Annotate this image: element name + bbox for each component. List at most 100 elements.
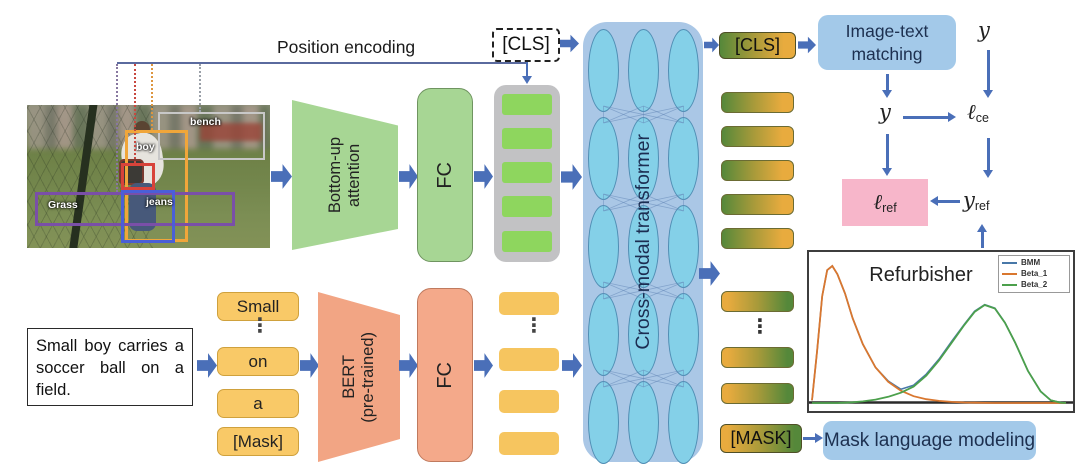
scene-photo: bench boy Grass jeans [27, 105, 270, 248]
arrow-lce-to-yref-head [983, 170, 993, 178]
token-a: a [217, 389, 299, 418]
bottom-up-attention-label: Bottom-up attention [326, 136, 363, 214]
text-feature-bar [499, 390, 559, 413]
arrow-yref-to-lref-head [930, 196, 938, 206]
label-y-true: y [978, 18, 990, 42]
pos-dotted-line-ball [134, 64, 136, 163]
legend-line-bmm [1002, 262, 1017, 264]
flow-arrow-vfeat-to-transformer [561, 164, 582, 190]
caption-text-box: Small boy carries a soccer ball on a fie… [27, 328, 193, 406]
fc-visual-label: FC [433, 161, 456, 189]
yref-sub: ref [974, 199, 990, 213]
transformer-node [628, 381, 659, 464]
label-loss-ce: ℓce [967, 100, 989, 125]
arrow-ypred-to-lce-head [948, 112, 956, 122]
arrow-lce-to-yref [987, 138, 990, 172]
bbox-jeans: jeans [121, 190, 175, 243]
cross-modal-transformer-label-wrap: Cross-modal transformer [583, 22, 703, 462]
arrow-ypred-to-lce [903, 116, 949, 119]
lref-base: ℓ [873, 190, 883, 214]
bbox-grass: Grass [35, 192, 235, 226]
itm-label-line1: Image-text [845, 20, 929, 41]
transformer-node [628, 205, 659, 288]
fused-visual-bar [721, 194, 794, 215]
flow-arrow-transformer-to-cls [704, 37, 719, 53]
token-small: Small [217, 292, 299, 321]
lref-sub: ref [882, 201, 897, 215]
refurbisher-plot [809, 264, 1073, 404]
arrow-ypred-to-lref [886, 134, 889, 170]
arrow-yref-to-lref [938, 200, 960, 203]
position-encoding-line [117, 62, 527, 64]
flow-arrow-bua-to-fc [399, 164, 418, 189]
lce-sub: ce [975, 111, 989, 125]
bbox-bench: bench [158, 112, 265, 160]
yref-base: y [963, 188, 975, 212]
visual-feature-bar [502, 231, 552, 252]
position-encoding-label: Position encoding [277, 37, 416, 57]
fused-visual-bar [721, 126, 794, 147]
refurbisher-panel: Refurbisher BMM Beta_1 Beta_2 [807, 250, 1075, 413]
flow-arrow-caption-to-tokens [197, 353, 217, 378]
flow-arrow-bert-to-fc [399, 353, 418, 378]
text-feature-bar [499, 292, 559, 315]
loss-ref-box: ℓref [842, 179, 928, 226]
transformer-node [588, 29, 619, 112]
text-feature-bar [499, 348, 559, 371]
arrow-mask-to-mlm-head [815, 433, 823, 443]
legend-row-bmm: BMM [1002, 259, 1066, 267]
cross-modal-transformer: Cross-modal transformer [583, 22, 703, 464]
arrow-itm-to-ypred-head [882, 90, 892, 98]
photo-red-chairs [200, 123, 262, 141]
legend-line-beta1 [1002, 273, 1017, 275]
legend-line-beta2 [1002, 284, 1017, 286]
flow-arrow-image-to-bua [271, 164, 292, 189]
arrow-ytrue-to-lce-head [983, 90, 993, 98]
bottom-up-attention-block: Bottom-up attention [292, 100, 398, 250]
bbox-label-grass: Grass [48, 199, 78, 211]
legend-row-beta1: Beta_1 [1002, 270, 1066, 278]
flow-arrow-fc-to-features [474, 164, 493, 189]
bbox-label-bench: bench [190, 116, 221, 128]
arrow-refurbisher-to-yref [981, 231, 984, 248]
lce-base: ℓ [967, 100, 976, 124]
arrow-mask-to-mlm [803, 437, 817, 440]
fused-visual-bar [721, 228, 794, 249]
legend-label-beta2: Beta_2 [1021, 280, 1048, 289]
arrow-refurbisher-to-yref-head [977, 224, 987, 232]
text-feature-bar [499, 432, 559, 455]
bbox-label-jeans: jeans [146, 196, 173, 208]
pos-dotted-line-boy [151, 64, 153, 130]
fc-visual-block: FC [417, 88, 473, 262]
transformer-node [588, 293, 619, 376]
bert-label: BERT (pre-trained) [340, 331, 377, 423]
curve-beta_1 [811, 264, 1066, 404]
flow-arrow-tokens-to-bert [300, 353, 319, 378]
fused-visual-bar [721, 160, 794, 181]
fused-visual-bar [721, 92, 794, 113]
transformer-node [668, 117, 699, 200]
curve-beta_2 [812, 304, 1067, 404]
legend-label-bmm: BMM [1021, 258, 1041, 267]
flow-arrow-cls-to-transformer [560, 34, 579, 53]
visual-feature-bar [502, 94, 552, 115]
itm-label-line2: matching [851, 43, 923, 64]
label-y-ref: yref [963, 188, 989, 213]
mask-output-token: [MASK] [720, 424, 802, 453]
visual-feature-bar [502, 128, 552, 149]
position-encoding-arrowhead [521, 76, 532, 84]
position-encoding-drop [526, 62, 528, 77]
cls-input-token: [CLS] [492, 28, 560, 62]
image-text-matching-head: Image-text matching [818, 15, 956, 70]
refurbisher-legend: BMM Beta_1 Beta_2 [998, 255, 1070, 293]
legend-label-beta1: Beta_1 [1021, 269, 1048, 278]
transformer-node [588, 381, 619, 464]
mask-language-modeling-head: Mask language modeling [823, 421, 1036, 460]
transformer-node [668, 205, 699, 288]
fc-text-block: FC [417, 288, 473, 462]
transformer-node [628, 29, 659, 112]
token-ellipsis: ⋮ [250, 315, 270, 337]
fused-text-bar [721, 291, 794, 312]
arrow-ytrue-to-lce [987, 50, 990, 92]
